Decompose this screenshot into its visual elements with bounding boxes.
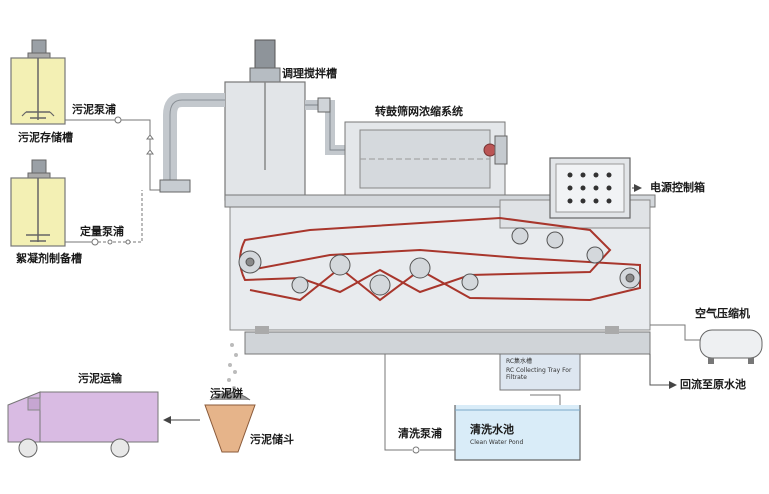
sludge-cake-label: 污泥饼 <box>210 387 243 400</box>
sludge-storage-tank <box>10 39 66 125</box>
flocculant-tank <box>10 159 66 247</box>
wash-pump-label: 清洗泵浦 <box>398 427 442 440</box>
drum-thickener-label: 转鼓筛网浓缩系统 <box>375 105 463 118</box>
clean-water-pool <box>454 394 581 461</box>
control-box <box>549 157 631 219</box>
belt-press-frame <box>224 194 656 355</box>
filtrate-tray <box>499 353 581 391</box>
air-compressor-label: 空气压缩机 <box>695 307 750 320</box>
clean-water-pool-label: 清洗水池 <box>470 423 514 436</box>
dosing-pump-label: 定量泵浦 <box>80 225 124 238</box>
clean-water-pool-en-label: Clean Water Pond <box>470 439 524 446</box>
sludge-transport-label: 污泥运输 <box>78 372 122 385</box>
return-line <box>649 354 677 389</box>
sludge-hopper-label: 污泥储斗 <box>250 433 294 446</box>
flocculant-tank-label: 絮凝剂制备槽 <box>16 252 82 265</box>
conditioning-tank-label: 调理搅拌槽 <box>282 67 337 80</box>
feed-piping <box>65 116 165 246</box>
filtrate-tray-cn-label: RC集水槽 <box>506 358 533 365</box>
sludge-truck <box>7 391 159 458</box>
sludge-cake <box>227 343 238 390</box>
conditioning-tank <box>159 39 345 201</box>
sludge-pump-label: 污泥泵浦 <box>72 103 116 116</box>
sludge-hopper <box>204 392 256 453</box>
drum-thickener <box>344 121 508 201</box>
filtrate-tray-en-label: RC Collecting Tray For Filtrate <box>506 367 572 381</box>
rollers <box>238 227 641 296</box>
return-to-pool-label: 回流至原水池 <box>680 378 746 391</box>
wash-pump-line <box>384 354 455 454</box>
sludge-storage-tank-label: 污泥存储槽 <box>18 131 73 144</box>
control-box-label: 电源控制箱 <box>650 181 705 194</box>
air-compressor <box>650 324 763 364</box>
